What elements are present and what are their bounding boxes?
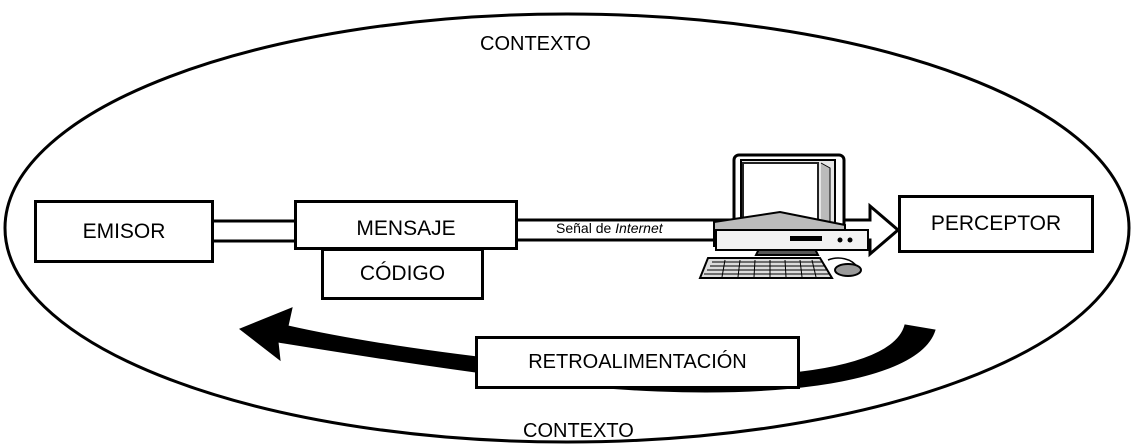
- context-ellipse: [3, 12, 1131, 444]
- signal-prefix: Señal de: [556, 220, 616, 236]
- retroalimentacion-box: RETROALIMENTACIÓN: [475, 336, 800, 389]
- perceptor-label: PERCEPTOR: [930, 212, 1062, 235]
- context-bottom-label: CONTEXTO: [523, 420, 634, 442]
- computer-icon: [698, 153, 869, 279]
- retroalimentacion-label: RETROALIMENTACIÓN: [528, 351, 747, 373]
- context-top-label: CONTEXTO: [480, 33, 591, 55]
- codigo-label: CÓDIGO: [359, 262, 446, 285]
- codigo-box: CÓDIGO: [321, 248, 484, 300]
- emisor-box: EMISOR: [34, 200, 214, 263]
- mensaje-box: MENSAJE: [294, 200, 518, 250]
- perceptor-box: PERCEPTOR: [898, 195, 1094, 253]
- signal-label: Señal de Internet: [556, 221, 663, 235]
- emisor-connector: [210, 219, 302, 243]
- emisor-label: EMISOR: [82, 219, 166, 243]
- signal-italic: Internet: [615, 220, 663, 236]
- mensaje-label: MENSAJE: [356, 217, 456, 240]
